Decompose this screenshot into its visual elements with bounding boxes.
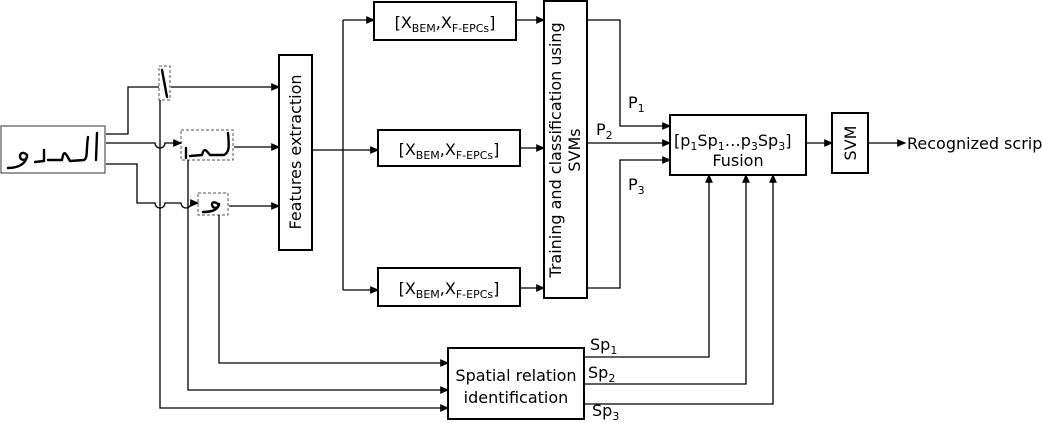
svg-text:SVM: SVM: [841, 126, 860, 161]
input-word-image: [0, 125, 106, 174]
sp2-label: Sp2: [588, 363, 615, 385]
svg-text:Fusion: Fusion: [712, 151, 763, 170]
feature-vector-box-2: [XBEM,XF-EPCs]: [377, 129, 521, 167]
p1-label: P1: [628, 93, 645, 115]
sp1-label: Sp1: [590, 335, 617, 357]
features-extraction-box: Features extraction: [278, 54, 313, 251]
feature-vector-box-1: [XBEM,XF-EPCs]: [373, 1, 517, 41]
svg-text:identification: identification: [464, 388, 569, 407]
p2-label: P2: [596, 120, 613, 142]
svg-text:[XBEM,XF-EPCs]: [XBEM,XF-EPCs]: [399, 140, 500, 162]
segment-lmd: [180, 129, 234, 161]
segment-alef: [158, 65, 171, 101]
svg-text:[XBEM,XF-EPCs]: [XBEM,XF-EPCs]: [399, 279, 500, 301]
fusion-box: [p1Sp1…p3Sp3] Fusion: [669, 114, 807, 176]
feature-vector-box-3: [XBEM,XF-EPCs]: [377, 267, 521, 307]
segment-waw: [197, 192, 229, 216]
svg-text:Spatial relation: Spatial relation: [455, 366, 576, 385]
svg-text:[p1Sp1…p3Sp3]: [p1Sp1…p3Sp3]: [674, 131, 791, 153]
svg-text:Training and classification us: Training and classification using: [546, 22, 565, 278]
svg-text:SVMs: SVMs: [565, 128, 584, 171]
features-extraction-label: Features extraction: [286, 74, 305, 229]
training-classification-box: Training and classification using SVMs: [543, 0, 588, 299]
p3-label: P3: [628, 175, 645, 197]
recognized-script-label: Recognized script: [907, 134, 1042, 153]
spatial-relation-box: Spatial relation identification: [447, 347, 585, 420]
svm-box: SVM: [831, 112, 869, 174]
sp3-label: Sp3: [592, 401, 619, 423]
svg-text:[XBEM,XF-EPCs]: [XBEM,XF-EPCs]: [395, 13, 496, 35]
